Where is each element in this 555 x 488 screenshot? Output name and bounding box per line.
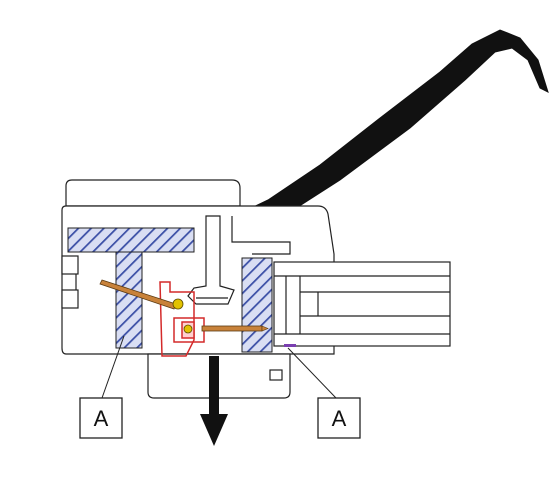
seal-accent — [284, 344, 296, 347]
callout-label-left: A — [94, 406, 109, 431]
callout-left: A — [79, 397, 123, 439]
screw-horizontal — [183, 324, 269, 334]
callout-right: A — [317, 397, 361, 439]
down-arrow-icon — [200, 356, 228, 446]
callout-label-right: A — [332, 406, 347, 431]
hatched-sections — [67, 227, 273, 353]
clip-body — [187, 215, 235, 305]
leader-lines — [101, 335, 337, 399]
screw-diagonal — [99, 279, 184, 310]
right-fitting — [273, 261, 451, 347]
pry-tool-icon — [227, 29, 549, 227]
